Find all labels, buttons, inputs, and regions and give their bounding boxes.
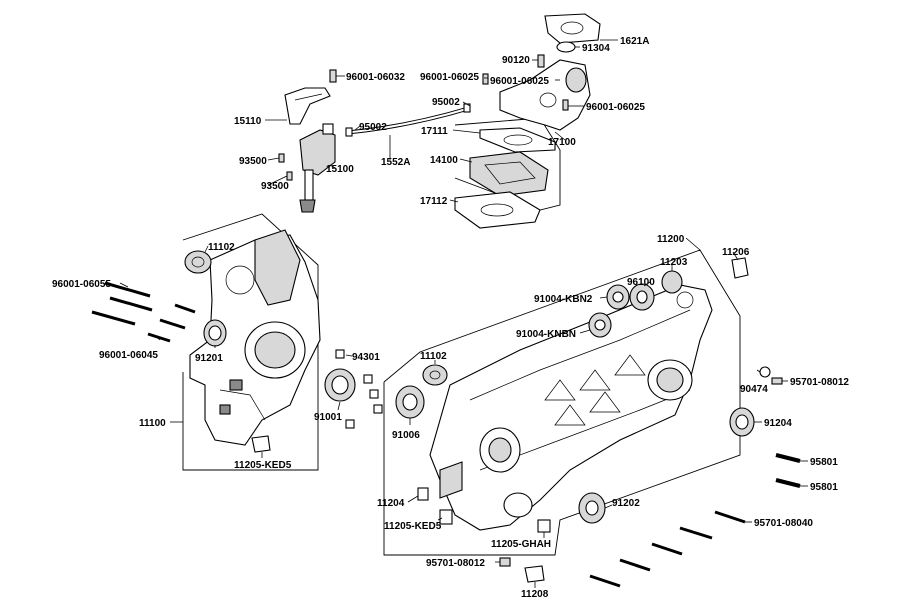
oil-seal-91204	[729, 407, 755, 437]
bushing-11205-KED5-right	[439, 509, 453, 525]
label-15100: 15100	[326, 164, 354, 175]
label-17112: 17112	[420, 196, 448, 207]
label-95002-a: 95002	[432, 97, 460, 108]
label-96001-06032: 96001-06032	[346, 72, 405, 83]
label-91304: 91304	[582, 43, 610, 54]
label-91001: 91001	[314, 412, 342, 423]
reed-valve-14100	[469, 151, 549, 197]
bearing-96100	[629, 283, 655, 311]
label-95002-b: 95002	[359, 122, 387, 133]
bolt-95701-08012-right	[771, 377, 783, 385]
label-11100: 11100	[139, 418, 166, 429]
label-11206: 11206	[722, 247, 750, 258]
washer-90474	[759, 366, 771, 378]
label-96001-06045: 96001-06045	[99, 350, 158, 361]
label-11205-KED5-b: 11205-KED5	[384, 521, 442, 532]
oil-pump-15100	[299, 123, 336, 213]
label-17111: 17111	[421, 126, 448, 137]
bearing-11102-right	[422, 364, 448, 386]
gasket-17112	[454, 191, 541, 229]
left-crankcase-11100	[189, 229, 321, 446]
label-96001-06025-a: 96001-06025	[420, 72, 479, 83]
label-91201: 91201	[195, 353, 223, 364]
bushing-11203	[661, 270, 683, 294]
clamp-11208	[524, 565, 545, 583]
label-91204: 91204	[764, 418, 792, 429]
gasket-17111	[479, 127, 556, 153]
oil-hose-1552A	[351, 106, 471, 134]
screw-90120	[537, 54, 545, 68]
part-labels: 1621A 91304 90120 96001-06032 96001-0602…	[52, 36, 849, 600]
bushing-11205-GHAH	[537, 519, 551, 533]
label-96001-06055: 96001-06055	[52, 279, 111, 290]
label-94301: 94301	[352, 352, 380, 363]
bearing-91004-KBN2	[606, 284, 630, 310]
bolt-96001-06032	[329, 69, 337, 83]
label-95801-a: 95801	[810, 457, 838, 468]
label-1552A: 1552A	[381, 157, 410, 168]
label-14100: 14100	[430, 155, 458, 166]
label-11205-GHAH: 11205-GHAH	[491, 539, 551, 550]
label-11102-a: 11102	[208, 242, 235, 253]
intake-gasket-1621A	[544, 13, 601, 44]
label-96001-06025-b: 96001-06025	[490, 76, 549, 87]
label-15110: 15110	[234, 116, 262, 127]
label-90120: 90120	[502, 55, 530, 66]
label-11200: 11200	[657, 234, 685, 245]
bolts-95801	[775, 453, 801, 488]
label-11204: 11204	[377, 498, 405, 509]
label-96100: 96100	[627, 277, 655, 288]
label-95701-08012-a: 95701-08012	[790, 377, 849, 388]
label-11203: 11203	[660, 257, 688, 268]
bearing-91004-KNBN	[588, 312, 612, 338]
label-95801-b: 95801	[810, 482, 838, 493]
manifold-bolts	[482, 73, 569, 111]
left-case-bolts	[91, 281, 196, 343]
label-17100: 17100	[548, 137, 576, 148]
clip-11206	[731, 257, 749, 279]
dowel-11204	[417, 487, 429, 501]
leader-lines	[119, 39, 808, 588]
label-1621A: 1621A	[620, 36, 649, 47]
label-11208: 11208	[521, 589, 549, 600]
bearing-91006	[395, 385, 425, 419]
label-95701-08012-b: 95701-08012	[426, 558, 485, 569]
bolts-95701-08040	[589, 510, 746, 588]
label-93500-a: 93500	[239, 156, 267, 167]
bearing-11102-left	[184, 250, 212, 274]
label-90474: 90474	[740, 384, 768, 395]
label-11205-KED5-a: 11205-KED5	[234, 460, 292, 471]
bushing-11205-KED5-left	[251, 435, 271, 453]
right-crankcase-group-box	[383, 249, 741, 556]
bolt-95701-08012-bottom	[499, 557, 511, 567]
label-93500-b: 93500	[261, 181, 289, 192]
oil-pump-bracket-15110	[284, 87, 331, 125]
o-ring-91304	[556, 41, 576, 53]
label-95701-08040: 95701-08040	[754, 518, 813, 529]
right-crankcase-11200	[429, 284, 713, 531]
oil-seal-91202	[578, 492, 606, 524]
intake-manifold-17100	[499, 59, 591, 131]
label-11102-b: 11102	[420, 351, 447, 362]
oil-seal-91201	[203, 319, 227, 347]
bearing-91001	[324, 368, 356, 402]
dowel-pins-94301	[335, 349, 383, 429]
label-91004-KNBN: 91004-KNBN	[516, 329, 576, 340]
label-91006: 91006	[392, 430, 420, 441]
label-91202: 91202	[612, 498, 640, 509]
screws-93500	[278, 153, 293, 181]
label-91004-KBN2: 91004-KBN2	[534, 294, 593, 305]
label-96001-06025-c: 96001-06025	[586, 102, 645, 113]
